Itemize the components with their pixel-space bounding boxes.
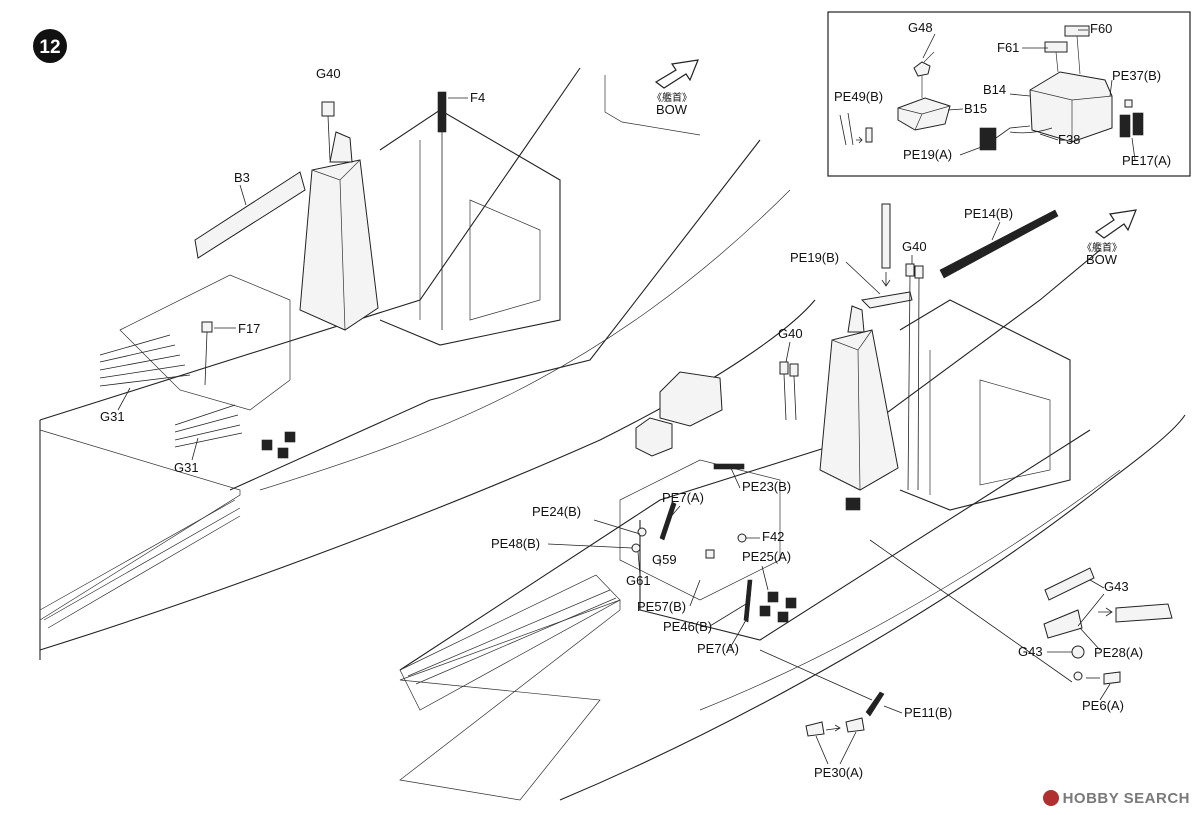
label-pe19b: PE19(B) [790, 250, 839, 265]
bow-arrow-left [654, 59, 699, 89]
label-pe6a: PE6(A) [1082, 698, 1124, 713]
label-pe7a-top: PE7(A) [662, 490, 704, 505]
label-pe7a-bottom: PE7(A) [697, 641, 739, 656]
label-g31-b: G31 [174, 460, 199, 475]
step-number: 12 [39, 37, 60, 58]
label-pe57b: PE57(B) [637, 599, 686, 614]
label-b14: B14 [983, 82, 1006, 97]
label-b3: B3 [234, 170, 250, 185]
label-f4: F4 [470, 90, 485, 105]
flight-deck-left [39, 429, 241, 621]
label-pe25a: PE25(A) [742, 549, 791, 564]
label-g40-right-a: G40 [902, 239, 927, 254]
left-ship-view [39, 67, 816, 660]
label-g31-a: G31 [100, 409, 125, 424]
label-pe49b: PE49(B) [834, 89, 883, 104]
label-b15: B15 [964, 101, 987, 116]
bow-jp-left: 《艦首》 [652, 91, 692, 104]
inset-box [827, 11, 1191, 177]
label-pe28a: PE28(A) [1094, 645, 1143, 660]
label-f38: F38 [1058, 132, 1080, 147]
watermark: HOBBY SEARCH [1042, 790, 1190, 807]
bow-en-right: BOW [1086, 252, 1118, 267]
label-pe46b: PE46(B) [663, 619, 712, 634]
label-g40-left: G40 [316, 66, 341, 81]
step-badge: 12 [33, 29, 67, 63]
label-f42: F42 [762, 529, 784, 544]
label-pe17a: PE17(A) [1122, 153, 1171, 168]
label-f60: F60 [1090, 21, 1112, 36]
label-g43-b: G43 [1018, 644, 1043, 659]
label-pe24b: PE24(B) [532, 504, 581, 519]
label-pe37b: PE37(B) [1112, 68, 1161, 83]
label-pe23b: PE23(B) [742, 479, 791, 494]
hobby-search-logo-icon [1042, 790, 1059, 806]
label-pe19a: PE19(A) [903, 147, 952, 162]
right-ship-view [399, 203, 1186, 801]
label-g61: G61 [626, 573, 651, 588]
label-f17: F17 [238, 321, 260, 336]
label-g43-a: G43 [1104, 579, 1129, 594]
label-pe14b: PE14(B) [964, 206, 1013, 221]
label-g59: G59 [652, 552, 677, 567]
label-g48: G48 [908, 20, 933, 35]
label-pe48b: PE48(B) [491, 536, 540, 551]
label-f61: F61 [997, 40, 1019, 55]
bow-arrow-right [1094, 209, 1137, 239]
watermark-text: HOBBY SEARCH [1062, 790, 1190, 807]
label-g40-right-b: G40 [778, 326, 803, 341]
bow-en-left: BOW [656, 102, 688, 117]
label-pe11b: PE11(B) [904, 705, 952, 720]
bow-jp-right: 《艦首》 [1082, 241, 1122, 254]
label-pe30a: PE30(A) [814, 765, 863, 780]
